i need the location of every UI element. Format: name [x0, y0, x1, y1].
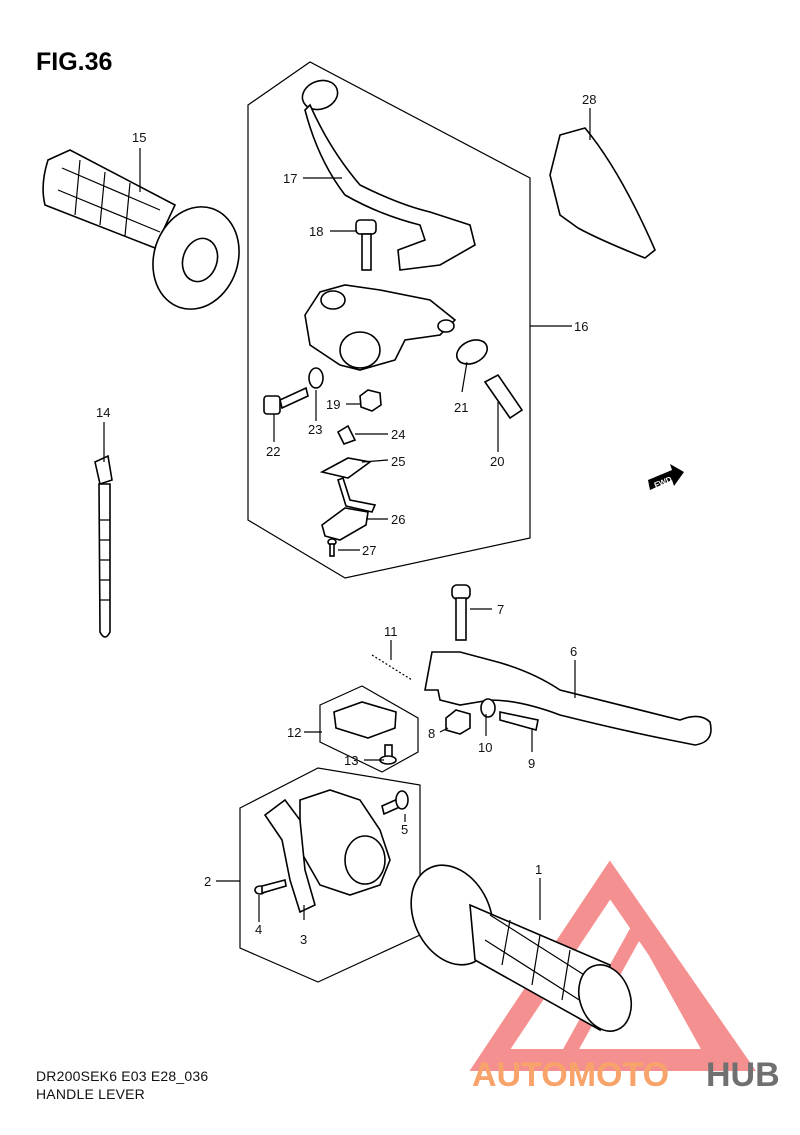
brake-pivot-bolt [451, 584, 471, 641]
figure-name: HANDLE LEVER [36, 1086, 145, 1102]
lever-cover [549, 127, 656, 259]
brake-lever [424, 651, 712, 746]
callout-27: 27 [362, 543, 376, 558]
lever-holder [304, 284, 457, 371]
callout-19: 19 [326, 397, 340, 412]
callout-3: 3 [300, 932, 307, 947]
callout-21: 21 [454, 400, 468, 415]
callout-18: 18 [309, 224, 323, 239]
lever-assembly-frame [247, 61, 531, 579]
callout-16: 16 [574, 319, 588, 334]
callout-4: 4 [255, 922, 262, 937]
pivot-bolt [355, 219, 377, 271]
leader-lines [103, 108, 591, 922]
callout-5: 5 [401, 822, 408, 837]
callout-17: 17 [283, 171, 297, 186]
callout-15: 15 [132, 130, 146, 145]
callout-28: 28 [582, 92, 596, 107]
clamp-bolt [263, 386, 309, 415]
left-grip [42, 149, 240, 310]
callout-8: 8 [428, 726, 435, 741]
brake-nut [445, 709, 471, 735]
housing-screw-small [254, 879, 287, 895]
callout-23: 23 [308, 422, 322, 437]
spring [371, 654, 413, 681]
switch-plate [319, 457, 377, 513]
switch-housing [263, 789, 391, 914]
switch-box-frame [319, 685, 419, 773]
callout-7: 7 [497, 602, 504, 617]
washer [308, 367, 324, 389]
figure-title: FIG.36 [36, 48, 113, 76]
callout-9: 9 [528, 756, 535, 771]
switch-screw [379, 744, 397, 765]
callout-26: 26 [391, 512, 405, 527]
callout-11: 11 [384, 624, 398, 639]
callout-2: 2 [204, 874, 211, 889]
clutch-lever [301, 79, 476, 271]
right-grip [410, 864, 633, 1032]
brake-screw [499, 711, 539, 732]
switch-body [321, 507, 369, 541]
callout-labels: 1 2 3 4 5 6 7 8 9 10 11 12 13 14 15 16 1… [96, 92, 596, 947]
callout-20: 20 [490, 454, 504, 469]
callout-22: 22 [266, 444, 280, 459]
clip [336, 424, 357, 445]
callout-6: 6 [570, 644, 577, 659]
callout-25: 25 [391, 454, 405, 469]
adjuster-nut [455, 339, 489, 365]
watermark-text-a: AUTOMOTO [472, 1056, 669, 1094]
screw-27 [327, 538, 337, 557]
watermark-text-b: HUB [706, 1056, 780, 1094]
forward-arrow-icon: FWD [648, 464, 684, 490]
brake-switch [333, 701, 397, 739]
figure-code: DR200SEK6 E03 E28_036 [36, 1068, 209, 1084]
callout-1: 1 [535, 862, 542, 877]
callout-24: 24 [391, 427, 405, 442]
callout-10: 10 [478, 740, 492, 755]
adjuster-bolt [483, 373, 524, 420]
callout-12: 12 [287, 725, 301, 740]
cable-tie [94, 454, 113, 638]
brake-washer [480, 698, 496, 718]
callout-13: 13 [344, 753, 358, 768]
housing-screw [381, 790, 409, 816]
callout-14: 14 [96, 405, 110, 420]
watermark-text: AUTOMOTO HUB [472, 1056, 780, 1094]
nut [359, 389, 382, 412]
